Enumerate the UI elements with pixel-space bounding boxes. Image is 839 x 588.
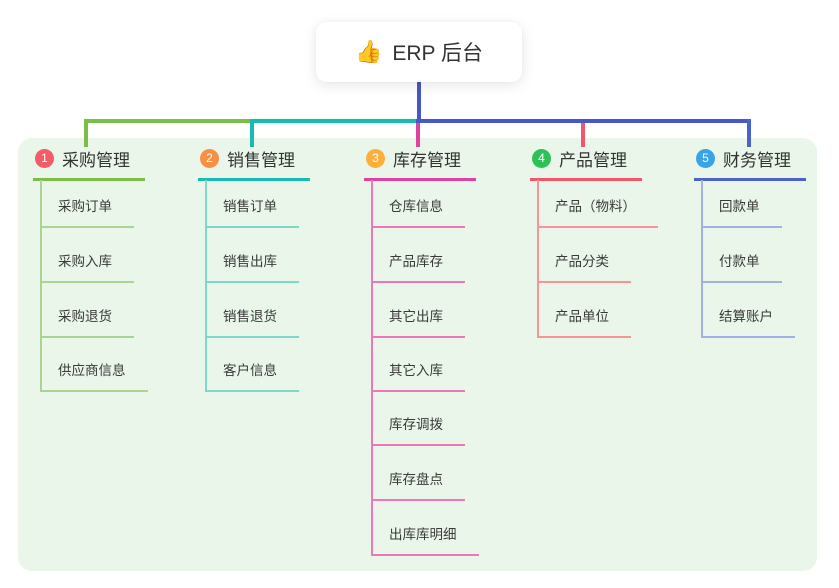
branch-label: 库存管理	[393, 151, 461, 170]
branch-vline	[537, 180, 539, 338]
branch-item[interactable]: 仓库信息	[371, 197, 465, 228]
branch-header-product[interactable]: 4 产品管理	[530, 144, 642, 181]
branch-item[interactable]: 其它入库	[371, 361, 465, 392]
branch-item[interactable]: 回款单	[701, 197, 782, 228]
branch-finance: 5 财务管理 回款单 付款单 结算账户	[694, 144, 806, 338]
branch-number-badge: 1	[35, 149, 54, 168]
branch-item[interactable]: 结算账户	[701, 307, 795, 338]
branch-vline	[40, 180, 42, 392]
branch-vline	[371, 180, 373, 556]
branch-item[interactable]: 采购订单	[40, 197, 134, 228]
branch-item[interactable]: 供应商信息	[40, 361, 148, 392]
root-node[interactable]: 👍 ERP 后台	[316, 22, 522, 82]
connector-segment-right	[416, 119, 751, 123]
branch-item[interactable]: 采购入库	[40, 252, 134, 283]
branch-label: 产品管理	[559, 151, 627, 170]
branch-number-badge: 4	[532, 149, 551, 168]
branch-number-badge: 3	[366, 149, 385, 168]
branch-item[interactable]: 采购退货	[40, 307, 134, 338]
branch-sales: 2 销售管理 销售订单 销售出库 销售退货 客户信息	[198, 144, 310, 392]
connector-drop-sales	[250, 119, 254, 147]
connector-drop-product	[581, 123, 585, 147]
connector-drop-finance	[747, 119, 751, 147]
branch-item[interactable]: 销售出库	[205, 252, 299, 283]
branch-vline	[701, 180, 703, 338]
branch-product: 4 产品管理 产品（物料） 产品分类 产品单位	[530, 144, 658, 338]
branch-inventory: 3 库存管理 仓库信息 产品库存 其它出库 其它入库 库存调拨 库存盘点 出库库…	[364, 144, 479, 556]
branch-purchase: 1 采购管理 采购订单 采购入库 采购退货 供应商信息	[33, 144, 148, 392]
connector-drop-purchase	[84, 119, 88, 147]
branch-header-inventory[interactable]: 3 库存管理	[364, 144, 476, 181]
branch-item[interactable]: 销售退货	[205, 307, 299, 338]
branch-item[interactable]: 库存盘点	[371, 470, 465, 501]
thumbs-up-icon: 👍	[354, 39, 383, 64]
branch-item[interactable]: 产品库存	[371, 252, 465, 283]
root-node-label: ERP 后台	[392, 42, 484, 65]
branch-label: 采购管理	[62, 151, 130, 170]
connector-root-vertical	[417, 82, 421, 119]
branch-label: 销售管理	[227, 151, 295, 170]
connector-drop-inventory	[416, 123, 420, 147]
connector-segment-purchase	[84, 119, 254, 123]
branch-header-finance[interactable]: 5 财务管理	[694, 144, 806, 181]
branch-item[interactable]: 销售订单	[205, 197, 299, 228]
branch-item[interactable]: 库存调拨	[371, 415, 465, 446]
branch-item[interactable]: 出库库明细	[371, 525, 479, 556]
branch-number-badge: 5	[696, 149, 715, 168]
branch-item[interactable]: 付款单	[701, 252, 782, 283]
branches-panel	[18, 138, 817, 571]
branch-header-purchase[interactable]: 1 采购管理	[33, 144, 145, 181]
branch-item[interactable]: 其它出库	[371, 307, 465, 338]
branch-header-sales[interactable]: 2 销售管理	[198, 144, 310, 181]
branch-number-badge: 2	[200, 149, 219, 168]
branch-item[interactable]: 产品（物料）	[537, 197, 658, 228]
connector-segment-sales	[250, 119, 420, 123]
branch-vline	[205, 180, 207, 392]
branch-label: 财务管理	[723, 151, 791, 170]
branch-item[interactable]: 产品单位	[537, 307, 631, 338]
branch-item[interactable]: 客户信息	[205, 361, 299, 392]
branch-item[interactable]: 产品分类	[537, 252, 631, 283]
